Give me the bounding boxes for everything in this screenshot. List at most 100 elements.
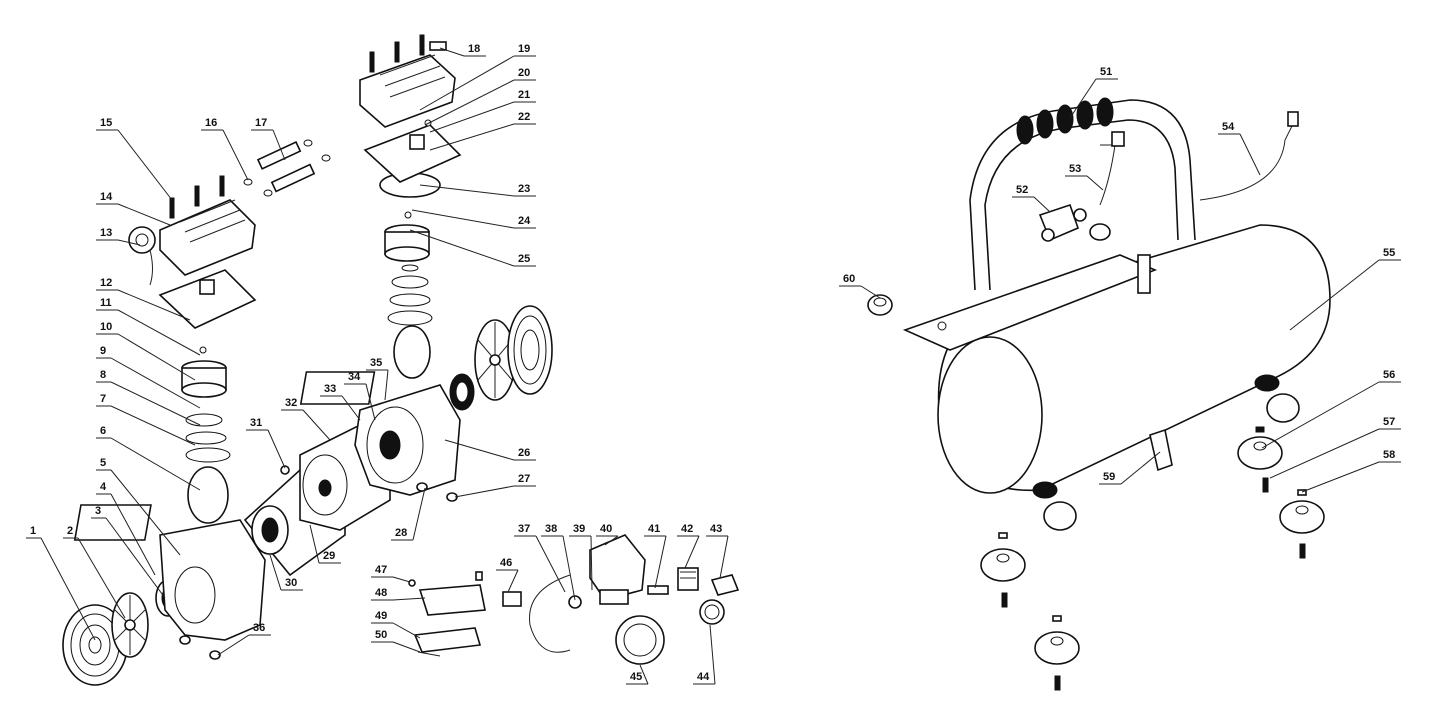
- callout-leader-39: [590, 535, 593, 591]
- callout-leader-30: [269, 554, 282, 591]
- callout-leader-28: [412, 487, 426, 541]
- callout-leader-45: [639, 664, 649, 685]
- callout-leader-56: [1261, 381, 1380, 449]
- callout-number-22: 22: [518, 111, 530, 123]
- callout-number-19: 19: [518, 43, 530, 55]
- callout-number-21: 21: [518, 89, 530, 101]
- callout-number-31: 31: [250, 417, 262, 429]
- callout-number-40: 40: [600, 523, 612, 535]
- callout-number-58: 58: [1383, 449, 1395, 461]
- callout-leader-6: [110, 437, 201, 491]
- callout-leader-47: [392, 576, 411, 583]
- callout-number-37: 37: [518, 523, 530, 535]
- callout-leader-4: [110, 493, 156, 576]
- callout-leader-16: [222, 129, 249, 181]
- callout-leader-49: [392, 622, 421, 639]
- callout-number-48: 48: [375, 587, 387, 599]
- callout-leader-11: [117, 309, 201, 356]
- cord-relief-38: [568, 595, 582, 609]
- callout-leader-46: [507, 569, 519, 593]
- callout-leader-2: [77, 537, 126, 619]
- callout-leader-59: [1120, 451, 1161, 485]
- callout-number-24: 24: [518, 215, 531, 227]
- crankcase-top-left: [73, 504, 152, 541]
- callout-leader-40: [604, 535, 619, 546]
- callout-number-55: 55: [1383, 247, 1395, 259]
- callout-leader-33: [341, 395, 361, 421]
- callout-number-47: 47: [375, 564, 387, 576]
- callout-leader-36: [217, 634, 250, 656]
- crankcase-top-right: [299, 371, 376, 405]
- callout-number-52: 52: [1016, 184, 1028, 196]
- callout-leader-27: [454, 485, 515, 498]
- callout-leader-8: [110, 381, 201, 426]
- fitting-46: [502, 591, 522, 607]
- callout-leader-7: [110, 405, 196, 446]
- rubber-foot-bottom: [1034, 615, 1080, 691]
- callout-number-13: 13: [100, 227, 112, 239]
- callout-number-26: 26: [518, 447, 530, 459]
- regulator-42: [677, 567, 699, 591]
- callout-number-25: 25: [518, 253, 530, 265]
- callout-number-1: 1: [30, 525, 36, 537]
- air-hose-54: [1199, 119, 1296, 201]
- callout-number-4: 4: [100, 481, 107, 493]
- callout-leader-25: [409, 229, 515, 267]
- callout-leader-22: [429, 123, 515, 151]
- callout-number-56: 56: [1383, 369, 1395, 381]
- callout-number-41: 41: [648, 523, 660, 535]
- callout-leader-24: [411, 209, 515, 229]
- callout-number-35: 35: [370, 357, 382, 369]
- callout-number-53: 53: [1069, 163, 1081, 175]
- capacitor-49: [413, 627, 482, 653]
- callout-leader-44: [709, 624, 716, 685]
- rubber-foot-56: [1237, 426, 1283, 470]
- nipple-41: [647, 585, 669, 595]
- callout-number-15: 15: [100, 117, 112, 129]
- connecting-rod-left: [187, 466, 229, 524]
- callout-leader-58: [1301, 461, 1380, 493]
- callout-number-43: 43: [710, 523, 722, 535]
- crankcase-left: [159, 519, 266, 641]
- callout-number-17: 17: [255, 117, 267, 129]
- handle-grip: [1016, 97, 1114, 145]
- callout-number-27: 27: [518, 473, 530, 485]
- callout-number-10: 10: [100, 321, 112, 333]
- wheel-left: [1043, 501, 1077, 531]
- callout-number-49: 49: [375, 610, 387, 622]
- wheel-right: [1266, 393, 1300, 423]
- callout-leader-26: [444, 439, 515, 461]
- callout-leader-12: [117, 289, 191, 321]
- power-cord: [529, 574, 571, 653]
- callout-number-51: 51: [1100, 66, 1112, 78]
- callout-number-30: 30: [285, 577, 297, 589]
- callout-number-42: 42: [681, 523, 693, 535]
- callout-leader-20: [424, 79, 515, 126]
- callout-leader-5: [110, 469, 181, 556]
- transfer-tube-upper: [256, 140, 302, 170]
- callout-leader-42: [684, 535, 700, 569]
- callout-number-8: 8: [100, 369, 106, 381]
- callout-leader-37: [535, 535, 566, 593]
- callout-leader-60: [860, 285, 881, 299]
- callout-leader-13: [117, 239, 141, 246]
- callout-number-39: 39: [573, 523, 585, 535]
- callout-leader-53: [1086, 175, 1104, 191]
- callout-leader-48: [392, 597, 426, 601]
- callout-number-23: 23: [518, 183, 530, 195]
- callout-number-32: 32: [285, 397, 297, 409]
- nipple-tank: [1137, 254, 1151, 294]
- pressure-switch-40: [589, 534, 646, 601]
- callout-leader-10: [117, 333, 196, 381]
- callout-leader-31: [267, 429, 286, 469]
- callout-leader-14: [117, 203, 171, 226]
- screw-47: [408, 579, 416, 587]
- callout-number-54: 54: [1222, 121, 1235, 133]
- callout-number-36: 36: [253, 622, 265, 634]
- callout-number-2: 2: [67, 525, 73, 537]
- callout-number-14: 14: [100, 191, 113, 203]
- cylinder-head-left: [159, 199, 256, 276]
- callout-leader-35: [384, 369, 389, 401]
- fan-blade-left: [111, 592, 149, 658]
